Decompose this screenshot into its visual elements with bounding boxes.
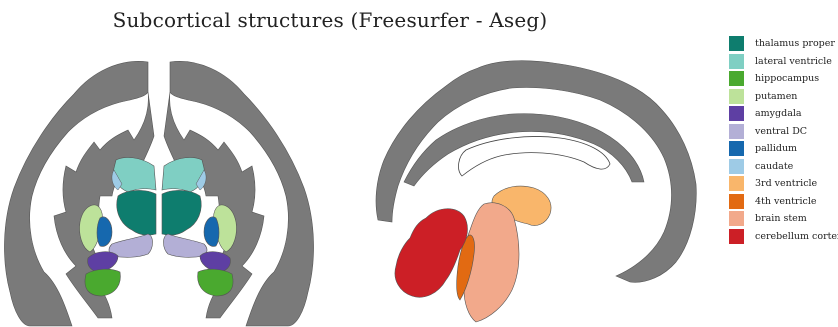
legend-item-3rd-ventricle: 3rd ventricle: [729, 175, 838, 193]
coronal-right-hippocampus: [198, 269, 233, 296]
legend: thalamus proper lateral ventricle hippoc…: [729, 35, 838, 245]
legend-item-cerebellum-cortex: cerebellum cortex: [729, 228, 838, 246]
legend-label: brain stem: [755, 213, 807, 224]
legend-label: thalamus proper: [755, 38, 835, 49]
swatch-amygdala: [729, 106, 744, 121]
legend-label: hippocampus: [755, 73, 819, 84]
legend-label: lateral ventricle: [755, 56, 832, 67]
legend-label: caudate: [755, 161, 793, 172]
coronal-left-thalamus: [117, 190, 156, 235]
legend-item-caudate: caudate: [729, 158, 838, 176]
coronal-left-pallidum: [97, 217, 112, 246]
legend-label: ventral DC: [755, 126, 807, 137]
swatch-caudate: [729, 159, 744, 174]
swatch-hippocampus: [729, 71, 744, 86]
legend-item-ventral-dc: ventral DC: [729, 123, 838, 141]
legend-item-hippocampus: hippocampus: [729, 70, 838, 88]
swatch-pallidum: [729, 141, 744, 156]
coronal-right-thalamus: [162, 190, 201, 235]
coronal-left-amygdala: [88, 252, 118, 272]
swatch-brain-stem: [729, 211, 744, 226]
coronal-right-amygdala: [200, 252, 230, 272]
legend-label: cerebellum cortex: [755, 231, 838, 242]
legend-label: pallidum: [755, 143, 797, 154]
coronal-left-hippocampus: [85, 269, 120, 296]
swatch-lateral-ventricle: [729, 54, 744, 69]
legend-item-amygdala: amygdala: [729, 105, 838, 123]
swatch-putamen: [729, 89, 744, 104]
coronal-right-pallidum: [204, 217, 219, 246]
legend-label: 3rd ventricle: [755, 178, 817, 189]
sagittal-view: [376, 61, 696, 322]
coronal-view: [4, 61, 313, 326]
legend-item-brain-stem: brain stem: [729, 210, 838, 228]
legend-item-thalamus-proper: thalamus proper: [729, 35, 838, 53]
legend-item-4th-ventricle: 4th ventricle: [729, 193, 838, 211]
legend-item-lateral-ventricle: lateral ventricle: [729, 53, 838, 71]
legend-label: 4th ventricle: [755, 196, 817, 207]
legend-item-pallidum: pallidum: [729, 140, 838, 158]
coronal-right-ventral-dc: [164, 234, 208, 257]
swatch-thalamus-proper: [729, 36, 744, 51]
swatch-ventral-dc: [729, 124, 744, 139]
legend-label: amygdala: [755, 108, 802, 119]
sagittal-callosum: [459, 137, 610, 177]
legend-item-putamen: putamen: [729, 88, 838, 106]
swatch-cerebellum-cortex: [729, 229, 744, 244]
legend-label: putamen: [755, 91, 797, 102]
swatch-3rd-ventricle: [729, 176, 744, 191]
swatch-4th-ventricle: [729, 194, 744, 209]
